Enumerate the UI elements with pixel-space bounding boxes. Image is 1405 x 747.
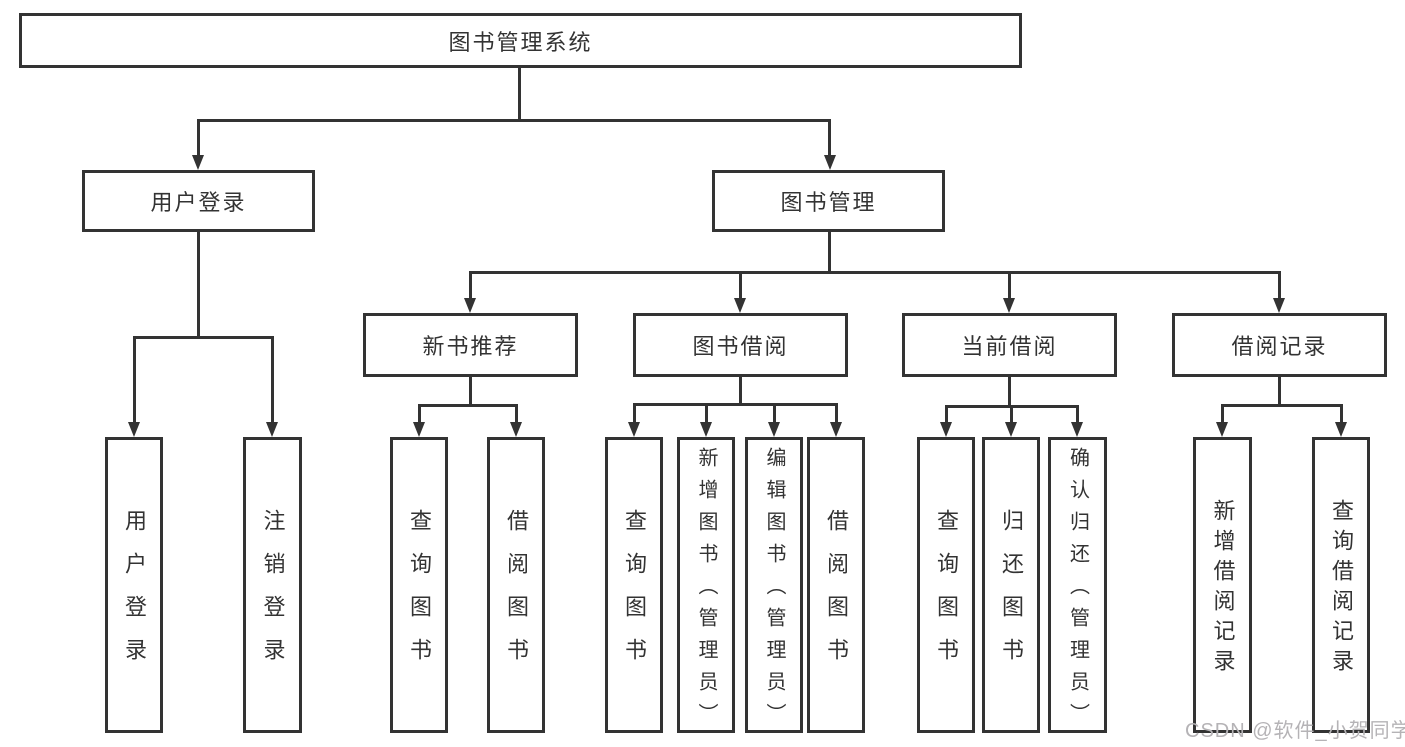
node-user-login: 用户登录 [82,170,315,232]
leaf-add-borrow-record: 新增借阅记录 [1193,437,1252,733]
arrowhead-icon [1216,422,1228,437]
node-book-borrow: 图书借阅 [633,313,848,377]
arrowhead-icon [1335,422,1347,437]
connector-userlogin-stem-1 [133,336,136,424]
leaf-user-login-label: 用户登录 [122,509,147,681]
connector-root-stem-right [828,119,831,157]
arrowhead-icon [940,422,952,437]
node-new-book-recommend: 新书推荐 [363,313,578,377]
connector-borrow-stem-4 [835,403,838,424]
leaf-edit-book-admin-label: 编辑图书（管理员） [763,447,785,735]
connector-bookmgmt-stem-4 [1278,271,1281,300]
leaf-query-books-borrow: 查询图书 [605,437,663,733]
leaf-edit-book-admin: 编辑图书（管理员） [745,437,803,735]
arrowhead-icon [768,422,780,437]
connector-recommend-stem-2 [515,404,518,424]
arrowhead-icon [1273,298,1285,313]
connector-userlogin-stem-2 [271,336,274,424]
leaf-confirm-return-admin: 确认归还（管理员） [1048,437,1107,735]
node-root: 图书管理系统 [19,13,1022,68]
arrowhead-icon [413,422,425,437]
watermark: CSDN @软件_小贺同学 [1185,720,1405,742]
node-new-book-recommend-label: 新书推荐 [422,334,519,359]
connector-bookmgmt-stem-1 [469,271,472,300]
node-current-borrow: 当前借阅 [902,313,1117,377]
leaf-logout: 注销登录 [243,437,302,733]
connector-root-hline [197,119,831,122]
arrowhead-icon [192,155,204,170]
connector-records-stem-1 [1221,404,1224,424]
arrowhead-icon [734,298,746,313]
arrowhead-icon [464,298,476,313]
connector-current-vline [1008,377,1011,408]
connector-borrow-hline [633,403,838,406]
leaf-query-books-borrow-label: 查询图书 [622,509,647,681]
leaf-query-books-recommend: 查询图书 [390,437,448,733]
leaf-confirm-return-admin-label: 确认归还（管理员） [1066,447,1089,735]
node-borrow-records-label: 借阅记录 [1231,334,1328,359]
connector-current-stem-1 [945,405,948,424]
arrowhead-icon [700,422,712,437]
leaf-add-book-admin-label: 新增图书（管理员） [695,447,717,735]
arrowhead-icon [1071,422,1083,437]
leaf-borrow-books-recommend: 借阅图书 [487,437,545,733]
leaf-user-login: 用户登录 [105,437,163,733]
connector-recommend-stem-1 [418,404,421,424]
leaf-borrow-books-recommend-label: 借阅图书 [504,509,529,681]
leaf-query-borrow-record-label: 查询借阅记录 [1329,499,1354,679]
connector-userlogin-vline [197,232,200,339]
connector-borrow-stem-2 [705,403,708,424]
arrowhead-icon [266,422,278,437]
connector-records-hline [1221,404,1343,407]
node-user-login-label: 用户登录 [150,190,247,215]
leaf-query-borrow-record: 查询借阅记录 [1312,437,1370,733]
connector-borrow-stem-3 [773,403,776,424]
connector-root-vline [518,68,521,122]
leaf-borrow-books: 借阅图书 [807,437,865,733]
connector-recommend-hline [418,404,518,407]
arrowhead-icon [1005,422,1017,437]
node-current-borrow-label: 当前借阅 [961,334,1058,359]
arrowhead-icon [824,155,836,170]
node-root-label: 图书管理系统 [448,29,593,55]
connector-userlogin-hline [133,336,274,339]
connector-bookmgmt-hline [469,271,1281,274]
node-book-management-label: 图书管理 [780,190,877,215]
connector-borrow-stem-1 [633,403,636,424]
node-book-borrow-label: 图书借阅 [692,334,789,359]
arrowhead-icon [510,422,522,437]
connector-current-stem-2 [1010,405,1013,424]
connector-bookmgmt-stem-3 [1008,271,1011,300]
node-book-management: 图书管理 [712,170,945,232]
leaf-add-borrow-record-label: 新增借阅记录 [1210,499,1236,679]
arrowhead-icon [128,422,140,437]
node-borrow-records: 借阅记录 [1172,313,1387,377]
arrowhead-icon [1003,298,1015,313]
leaf-query-books-recommend-label: 查询图书 [407,509,432,681]
leaf-add-book-admin: 新增图书（管理员） [677,437,735,735]
leaf-return-book: 归还图书 [982,437,1040,733]
connector-bookmgmt-stem-2 [739,271,742,300]
connector-records-stem-2 [1340,404,1343,424]
arrowhead-icon [830,422,842,437]
leaf-return-book-label: 归还图书 [999,509,1024,681]
connector-root-stem-left [197,119,200,157]
connector-current-stem-3 [1076,405,1079,424]
leaf-borrow-books-label: 借阅图书 [824,509,849,681]
connector-borrow-vline [739,377,742,406]
connector-records-vline [1278,377,1281,407]
connector-bookmgmt-vline [828,232,831,274]
connector-recommend-vline [469,377,472,407]
arrowhead-icon [628,422,640,437]
leaf-logout-label: 注销登录 [260,509,286,681]
leaf-query-books-current: 查询图书 [917,437,975,733]
leaf-query-books-current-label: 查询图书 [934,509,959,681]
